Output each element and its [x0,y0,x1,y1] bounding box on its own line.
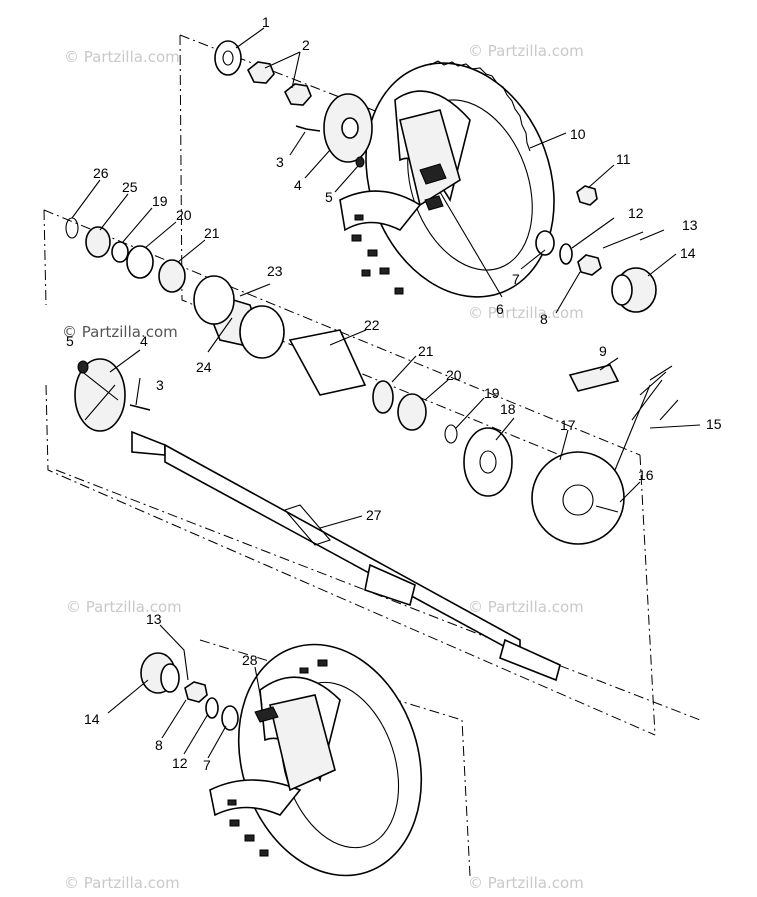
watermark-dark: © Partzilla.com [62,323,178,341]
callout-14: 14 [680,245,696,261]
watermark-1: © Partzilla.com [64,48,180,66]
watermarks: © Partzilla.com © Partzilla.com © Partzi… [62,42,584,892]
watermark-4: © Partzilla.com [66,598,182,616]
callout-27: 27 [366,507,382,523]
watermark-6: © Partzilla.com [64,874,180,892]
left-hub [74,358,151,432]
callout-7: 7 [512,271,520,287]
watermark-5: © Partzilla.com [468,598,584,616]
callout-14b: 14 [84,711,100,727]
callout-26: 26 [93,165,109,181]
callout-8b: 8 [155,737,163,753]
upper-right-small-parts [535,185,657,313]
callout-5: 5 [325,189,333,205]
watermark-2: © Partzilla.com [468,42,584,60]
callout-4: 4 [294,177,302,193]
callout-21: 21 [204,225,220,241]
lower-left-small-parts [140,649,239,731]
watermark-7: © Partzilla.com [468,874,584,892]
callout-21b: 21 [418,343,434,359]
callout-1: 1 [262,14,270,30]
callout-20: 20 [176,207,192,223]
callout-3: 3 [276,154,284,170]
callout-labels: 1 2 3 4 5 6 10 11 12 13 14 7 8 26 25 19 … [66,14,722,773]
callout-9: 9 [599,343,607,359]
sprocket-assembly [463,364,679,545]
upper-hub-parts [214,40,373,168]
callout-18: 18 [500,401,516,417]
callout-5b: 5 [66,333,74,349]
callout-13b: 13 [146,611,162,627]
callout-20b: 20 [446,367,462,383]
callout-16: 16 [638,467,654,483]
callout-6: 6 [496,301,504,317]
callout-23: 23 [267,263,283,279]
callout-15: 15 [706,416,722,432]
callout-17: 17 [560,417,576,433]
callout-12b: 12 [172,755,188,771]
callout-11: 11 [616,151,631,167]
callout-19b: 19 [484,385,500,401]
callout-22: 22 [364,317,380,333]
lower-wheel-tire [209,643,423,877]
callout-leaders [71,27,701,759]
upper-wheel-tire [339,60,555,298]
callout-28: 28 [242,652,258,668]
callout-7b: 7 [203,757,211,773]
axle-shaft [131,430,561,682]
callout-10: 10 [570,126,586,142]
bearing-carrier-parts [65,217,458,444]
callout-19: 19 [152,193,168,209]
callout-3b: 3 [156,377,164,393]
watermark-3: © Partzilla.com [468,304,584,322]
callout-4b: 4 [140,333,148,349]
callout-13: 13 [682,217,698,233]
callout-2: 2 [302,37,310,53]
callout-12: 12 [628,205,644,221]
callout-24: 24 [196,359,212,375]
callout-8: 8 [540,311,548,327]
callout-25: 25 [122,179,138,195]
